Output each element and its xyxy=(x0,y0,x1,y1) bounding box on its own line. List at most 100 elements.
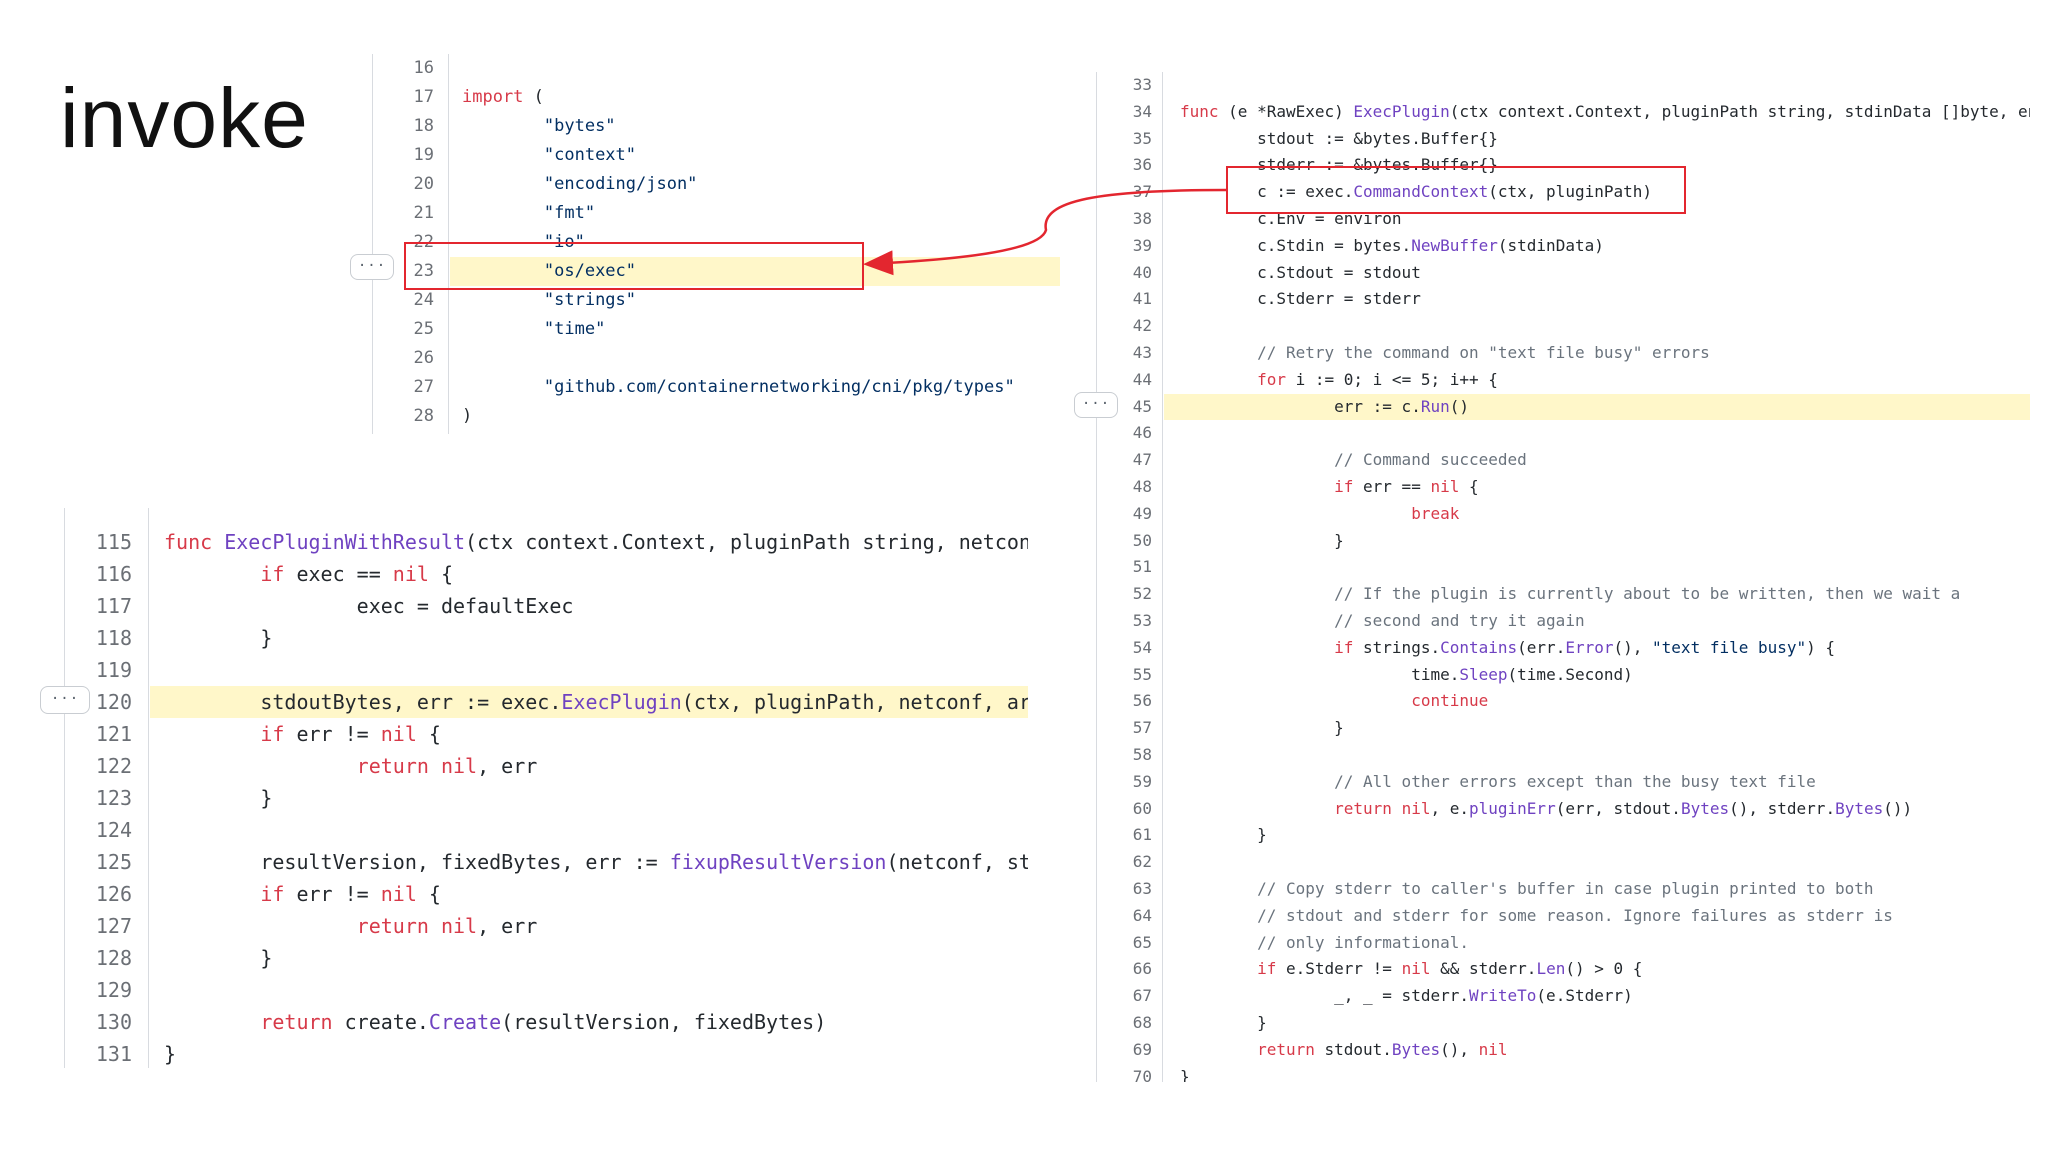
line-number: 117 xyxy=(95,594,132,618)
code-text: "fmt" xyxy=(543,203,596,223)
command-context-highlight-box xyxy=(1226,166,1686,214)
expand-lines-button[interactable]: ··· xyxy=(40,686,90,714)
code-text: "time" xyxy=(543,319,606,339)
code-text: for i := 0; i <= 5; i++ { xyxy=(1257,369,1498,389)
code-line: 48 if err == nil { xyxy=(1096,474,2030,501)
code-line: 26 xyxy=(372,344,1060,373)
os-exec-highlight-box xyxy=(404,242,864,290)
code-text: } xyxy=(164,1042,177,1066)
line-number: 49 xyxy=(1132,503,1152,523)
gutter-divider xyxy=(448,54,449,434)
code-line: 116 if exec == nil { xyxy=(64,558,1028,590)
line-number: 44 xyxy=(1132,369,1152,389)
code-text: return create.Create(resultVersion, fixe… xyxy=(260,1010,827,1034)
code-line: 69 return stdout.Bytes(), nil xyxy=(1096,1037,2030,1064)
line-number: 24 xyxy=(413,290,434,310)
panel-left-border xyxy=(1096,72,1097,1082)
code-text: "bytes" xyxy=(543,116,616,136)
expand-lines-button[interactable]: ··· xyxy=(1074,392,1118,418)
code-line: 36 stderr := &bytes.Buffer{} xyxy=(1096,152,2030,179)
code-text: continue xyxy=(1411,691,1489,711)
line-number: 48 xyxy=(1132,477,1152,496)
code-text: } xyxy=(164,626,273,650)
panel-left-border xyxy=(372,54,373,434)
code-line: 52 // If the plugin is currently about t… xyxy=(1096,581,2030,608)
line-number: 38 xyxy=(1132,209,1152,228)
code-text: return stdout.Bytes(), nil xyxy=(1257,1039,1508,1059)
code-line: 51 xyxy=(1096,554,2030,581)
code-text: if err == nil { xyxy=(1334,477,1479,496)
line-number: 59 xyxy=(1132,771,1152,791)
code-text: return nil, err xyxy=(356,754,538,778)
code-line: 65 // only informational. xyxy=(1096,930,2030,957)
code-line: 118 } xyxy=(64,622,1028,654)
line-number: 62 xyxy=(1132,852,1152,872)
line-number: 126 xyxy=(95,882,132,906)
code-text: if strings.Contains(err.Error(), "text f… xyxy=(1334,637,1836,657)
code-text: time.Sleep(time.Second) xyxy=(1180,664,1633,684)
line-number: 121 xyxy=(95,722,132,746)
line-number: 68 xyxy=(1132,1013,1152,1032)
code-text: } xyxy=(1180,1066,1190,1082)
code-text: ) xyxy=(462,406,473,426)
line-number: 120 xyxy=(95,690,132,714)
code-line: 63 // Copy stderr to caller's buffer in … xyxy=(1096,876,2030,903)
gutter-divider xyxy=(148,508,149,1068)
arrow-path xyxy=(863,188,1227,276)
code-line: 67 _, _ = stderr.WriteTo(e.Stderr) xyxy=(1096,983,2030,1010)
code-text: func (e *RawExec) ExecPlugin(ctx context… xyxy=(1180,101,2030,121)
line-number: 56 xyxy=(1132,691,1152,711)
line-number: 36 xyxy=(1132,155,1152,175)
code-line: 66 if e.Stderr != nil && stderr.Len() > … xyxy=(1096,956,2030,983)
line-number: 60 xyxy=(1132,798,1152,818)
line-number: 67 xyxy=(1132,986,1152,1006)
code-text: resultVersion, fixedBytes, err := fixupR… xyxy=(164,850,1028,874)
code-line: 68 } xyxy=(1096,1010,2030,1037)
line-number: 39 xyxy=(1132,235,1152,255)
code-text: "encoding/json" xyxy=(543,174,698,194)
code-text: "strings" xyxy=(543,290,637,310)
line-number: 123 xyxy=(95,786,132,810)
code-line: 19 "context" xyxy=(372,141,1060,170)
line-number: 21 xyxy=(413,203,434,223)
line-number: 128 xyxy=(95,946,132,970)
code-text: // Retry the command on "text file busy"… xyxy=(1257,343,1710,362)
code-text: // All other errors except than the busy… xyxy=(1334,771,1816,791)
code-text: // stdout and stderr for some reason. Ig… xyxy=(1257,905,1893,925)
code-line: 121 if err != nil { xyxy=(64,718,1028,750)
code-text: c.Stdout = stdout xyxy=(1180,262,1421,282)
code-text: stdout := &bytes.Buffer{} xyxy=(1180,128,1498,148)
line-number: 118 xyxy=(95,626,132,650)
code-line: 56 continue xyxy=(1096,688,2030,715)
code-line: 58 xyxy=(1096,742,2030,769)
line-number: 20 xyxy=(413,174,434,194)
line-number: 16 xyxy=(413,58,434,78)
line-number: 131 xyxy=(95,1042,132,1066)
code-text: stderr := &bytes.Buffer{} xyxy=(1180,155,1498,175)
code-text: } xyxy=(164,786,273,810)
line-number: 54 xyxy=(1132,637,1152,657)
code-text: } xyxy=(1180,530,1344,550)
line-number: 18 xyxy=(413,116,434,136)
line-number: 58 xyxy=(1132,745,1152,764)
line-number: 43 xyxy=(1132,343,1152,362)
code-text: if err != nil { xyxy=(260,722,441,746)
line-number: 52 xyxy=(1132,584,1152,604)
line-number: 64 xyxy=(1132,905,1152,925)
code-line: 64 // stdout and stderr for some reason.… xyxy=(1096,903,2030,930)
line-number: 57 xyxy=(1132,718,1152,738)
code-text: "os/exec" xyxy=(543,261,637,281)
code-text: // Command succeeded xyxy=(1334,450,1527,470)
line-number: 69 xyxy=(1132,1039,1152,1059)
code-line: 25 "time" xyxy=(372,315,1060,344)
expand-lines-button[interactable]: ··· xyxy=(350,254,394,280)
code-text: c := exec.CommandContext(ctx, pluginPath… xyxy=(1180,182,1653,202)
code-text: func ExecPluginWithResult(ctx context.Co… xyxy=(164,530,1028,554)
code-line: 41 c.Stderr = stderr xyxy=(1096,286,2030,313)
code-line: 40 c.Stdout = stdout xyxy=(1096,260,2030,287)
code-line: 123 } xyxy=(64,782,1028,814)
